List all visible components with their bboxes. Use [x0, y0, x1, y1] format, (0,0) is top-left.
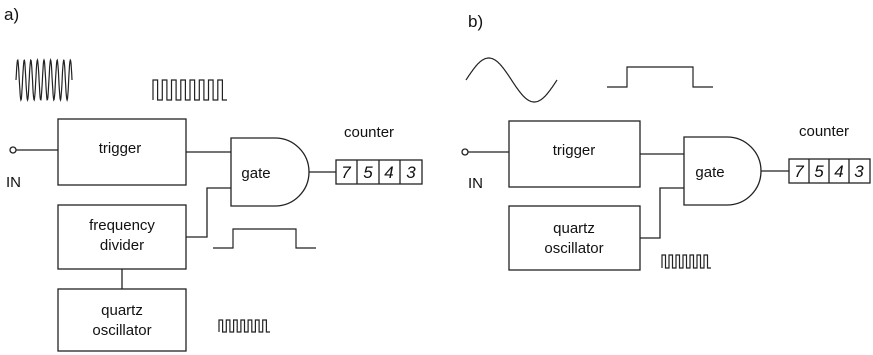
trigger-label: trigger — [553, 142, 596, 159]
trigger-label: trigger — [99, 140, 142, 157]
oscillator-label-line1: quartz — [553, 220, 595, 237]
counter-digit: 5 — [363, 163, 373, 182]
divider-to-gate-wire — [186, 187, 231, 238]
quartz-clock-waveform-icon — [661, 254, 711, 269]
panel-b: b) IN trigger gate counter 7 5 4 3 quart… — [461, 12, 871, 271]
counter-digit: 5 — [814, 162, 824, 181]
trigger-block — [508, 120, 641, 188]
quartz-clock-waveform-icon — [218, 319, 270, 333]
sine-input-waveform-icon — [465, 57, 558, 103]
input-label: IN — [468, 175, 483, 192]
counter-digit: 4 — [834, 162, 843, 181]
oscillator-label-line2: oscillator — [544, 240, 603, 257]
counter-label: counter — [344, 124, 394, 141]
panel-a-label: a) — [4, 5, 19, 24]
counter-digit: 7 — [794, 162, 804, 181]
panel-b-label: b) — [468, 12, 483, 31]
gate-label: gate — [241, 165, 270, 182]
and-gate-icon — [683, 136, 762, 206]
gate-pulse-waveform-icon — [213, 228, 316, 249]
sine-input-waveform-icon — [15, 58, 73, 103]
divider-label-line2: divider — [100, 237, 144, 254]
counter-digit: 4 — [384, 163, 393, 182]
oscillator-label-line2: oscillator — [92, 322, 151, 339]
input-terminal-icon — [9, 146, 17, 154]
divider-label-line1: frequency — [89, 217, 155, 234]
counter-digit: 7 — [341, 163, 351, 182]
input-terminal-icon — [461, 148, 469, 156]
oscillator-label-line1: quartz — [101, 302, 143, 319]
input-label: IN — [6, 174, 21, 191]
gate-label: gate — [695, 164, 724, 181]
panel-a: a) IN trigger gate counter 7 5 4 3 frequ… — [4, 5, 423, 352]
counter-digit: 3 — [406, 163, 416, 182]
quartz-oscillator-block — [57, 288, 187, 352]
counter-label: counter — [799, 123, 849, 140]
quartz-oscillator-block — [508, 205, 641, 271]
oscillator-to-gate-wire — [640, 187, 684, 239]
counter-digit: 3 — [854, 162, 864, 181]
gate-pulse-waveform-icon — [607, 66, 713, 88]
square-trigger-waveform-icon — [152, 79, 227, 101]
and-gate-icon — [230, 137, 310, 207]
